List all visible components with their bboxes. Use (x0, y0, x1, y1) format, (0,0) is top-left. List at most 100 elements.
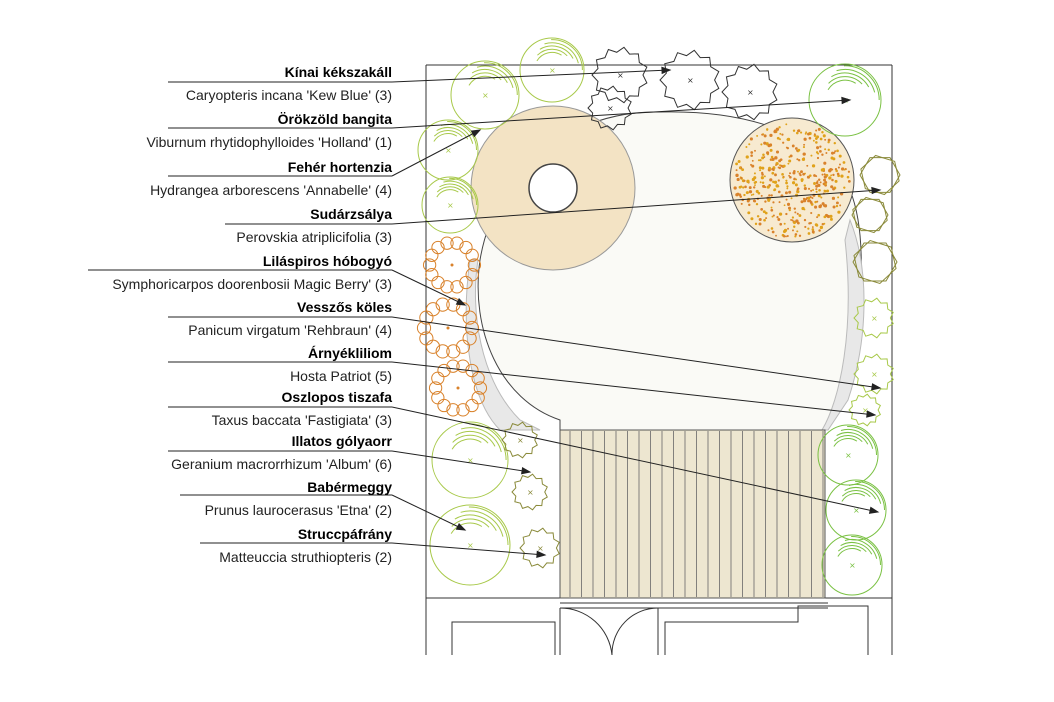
perovskia-dot (770, 227, 774, 230)
leader-arrowhead (871, 186, 882, 195)
perovskia-dot (830, 151, 835, 155)
perovskia-dot (812, 139, 815, 142)
perovskia-dot (776, 136, 780, 140)
perovskia-dot (753, 186, 756, 189)
taxus-symbol (859, 154, 901, 196)
perovskia-dot (819, 150, 822, 153)
perovskia-dot (740, 202, 743, 205)
perovskia-dot (842, 161, 846, 164)
svg-text:×: × (447, 201, 454, 210)
label-name-2: Fehér hortenzia (288, 159, 392, 175)
symphoricarpos-symbol (422, 236, 482, 294)
perovskia-dot (739, 166, 742, 169)
perovskia-dot (796, 212, 799, 215)
perovskia-dot (797, 159, 801, 162)
perovskia-dot (750, 217, 754, 221)
svg-text:×: × (549, 66, 556, 75)
perovskia-dot (791, 219, 794, 222)
perovskia-dot (778, 159, 782, 163)
label-name-9: Babérmeggy (307, 479, 392, 495)
perovskia-dot (759, 169, 762, 172)
label-latin-4: Symphoricarpos doorenbosii Magic Berry' … (112, 276, 392, 292)
perovskia-dot (823, 161, 827, 165)
perovskia-dot (772, 168, 775, 172)
perovskia-dot (795, 131, 799, 135)
perovskia-dot (772, 201, 775, 204)
label-name-6: Árnyékliliom (308, 345, 392, 361)
perovskia-dot (751, 164, 755, 168)
perovskia-dot (750, 151, 754, 154)
perovskia-dot (814, 223, 818, 227)
perovskia-dot (815, 184, 819, 188)
perovskia-dot (777, 190, 781, 194)
hydrangea-symbol: × (421, 176, 479, 234)
perovskia-dot (795, 219, 799, 223)
perovskia-dot (769, 133, 773, 138)
perovskia-dot (740, 185, 743, 188)
perovskia-dot (816, 156, 820, 160)
perovskia-dot (742, 186, 745, 189)
perovskia-dot (811, 226, 814, 228)
perovskia-dot (794, 233, 798, 236)
perovskia-dot (800, 200, 804, 204)
leader-arrowhead (536, 550, 547, 559)
svg-text:×: × (849, 561, 856, 570)
perovskia-dot (815, 190, 818, 193)
perovskia-dot (830, 174, 833, 177)
taxus-symbol (851, 196, 889, 234)
perovskia-dot (746, 179, 750, 184)
perovskia-dot (753, 172, 756, 175)
perovskia-dot (780, 164, 783, 168)
perovskia-dot (763, 175, 766, 178)
perovskia-dot (818, 188, 821, 192)
perovskia-dot (754, 149, 756, 152)
perovskia-dot (779, 138, 781, 141)
leader-arrowhead (455, 522, 467, 531)
perovskia-dot (814, 137, 818, 140)
perovskia-dot (758, 217, 762, 222)
perovskia-dot (754, 184, 756, 187)
perovskia-dot (828, 176, 832, 180)
panicum-symbol: × (853, 297, 894, 339)
perovskia-dot (754, 180, 758, 184)
perovskia-dot (786, 185, 789, 188)
perovskia-dot (841, 167, 845, 171)
perovskia-dot (736, 192, 740, 196)
perovskia-dot (771, 171, 775, 175)
perovskia-dot (774, 173, 777, 177)
perovskia-dot (744, 185, 747, 189)
perovskia-dot (763, 134, 767, 138)
perovskia-dot (815, 129, 818, 132)
caryopteris-symbol: × (721, 63, 778, 121)
perovskia-dot (819, 137, 823, 141)
perovskia-dot (772, 214, 775, 217)
perovskia-dot (773, 188, 776, 192)
perovskia-dot (760, 194, 763, 197)
perovskia-dot (816, 216, 819, 219)
perovskia-dot (827, 148, 830, 152)
perovskia-dot (803, 137, 807, 141)
perovskia-dot (808, 174, 812, 177)
perovskia-dot (741, 168, 745, 172)
perovskia-dot (781, 133, 784, 136)
perovskia-dot (761, 181, 765, 184)
perovskia-dot (758, 222, 762, 226)
perovskia-dot (805, 131, 808, 134)
perovskia-dot (786, 187, 789, 190)
perovskia-dot (779, 222, 783, 226)
paved-circle (470, 105, 636, 271)
label-name-8: Illatos gólyaorr (292, 433, 393, 449)
perovskia-dot (766, 185, 770, 189)
perovskia-dot (788, 159, 792, 163)
perovskia-dot (775, 164, 777, 166)
geranium-symbol: × (817, 424, 879, 486)
perovskia-dot (834, 179, 838, 183)
perovskia-dot (763, 141, 767, 145)
perovskia-dot (769, 178, 773, 182)
leader-arrowhead (470, 129, 482, 138)
perovskia-dot (824, 148, 827, 151)
perovskia-dot (751, 159, 754, 162)
perovskia-dot (740, 176, 743, 180)
plant-symbols: ×××××××××××××××××××× (416, 37, 901, 596)
perovskia-dot (823, 215, 827, 219)
